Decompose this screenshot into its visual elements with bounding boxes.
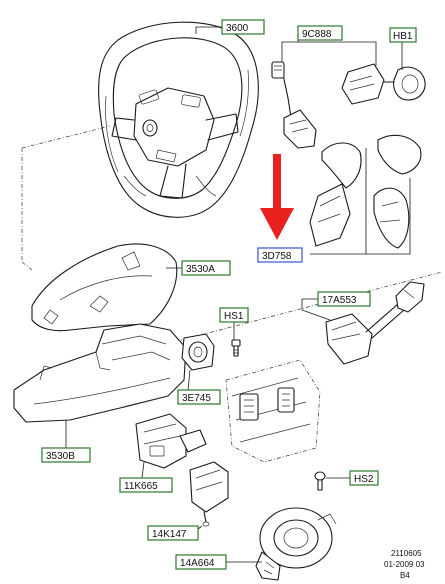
red-pointer-arrow [260,154,294,240]
callout-3d758[interactable]: 3D758 [257,247,303,263]
callout-label: HB1 [393,31,413,42]
3e745-bushing-illustration [181,333,215,371]
callout-3530a[interactable]: 3530A [181,260,231,276]
callout-label: HS1 [224,311,244,322]
callout-label: 3600 [226,23,249,34]
lower-shroud-illustration [13,323,187,423]
drawing-sheet: B4 [400,571,410,580]
callout-hs2[interactable]: HS2 [349,470,379,486]
callout-label: HS2 [354,474,374,485]
dash-boundary-line [21,125,111,271]
callout-hs1[interactable]: HS1 [219,307,249,323]
callout-17a553[interactable]: 17A553 [317,291,371,307]
callout-14k147[interactable]: 14K147 [147,525,199,541]
hb1-switch-illustration [341,63,426,105]
callout-label: 3E745 [182,393,211,404]
drawing-footer: 2110605 01-2009 03 B4 [384,549,425,580]
callout-hb1[interactable]: HB1 [389,27,417,43]
callout-3530b[interactable]: 3530B [41,447,91,463]
callout-3e745[interactable]: 3E745 [177,389,221,405]
upper-shroud-illustration [31,243,178,332]
callout-label: 3D758 [262,251,292,262]
14a664-clockspring-illustration [255,507,337,581]
callout-9c888[interactable]: 9C888 [297,25,343,41]
11k665-switch-illustration [135,413,207,469]
steering-wheel-illustration [98,21,259,218]
17a553-stalk-switch-illustration [325,281,425,365]
callout-14a664[interactable]: 14A664 [175,554,227,570]
callout-11k665[interactable]: 11K665 [119,477,173,493]
callout-label: 11K665 [124,481,158,492]
switch-housing-illustration [225,359,321,463]
callout-label: 14A664 [180,558,215,569]
airbag-components-illustration [309,134,422,255]
hs2-screw-illustration [314,471,326,491]
callout-label: 3530A [186,264,215,275]
callout-3600[interactable]: 3600 [221,19,265,35]
horn-switch-harness-illustration [271,61,317,149]
callout-label: 9C888 [302,29,332,40]
leader-lines [65,26,403,563]
drawing-date: 01-2009 03 [384,560,425,569]
callout-label: 14K147 [152,529,187,540]
drawing-ref-number: 2110605 [391,549,422,558]
14k147-module-illustration [189,461,229,527]
callout-label: 3530B [46,451,75,462]
hs1-screw-illustration [231,339,241,357]
callout-label: 17A553 [322,295,357,306]
